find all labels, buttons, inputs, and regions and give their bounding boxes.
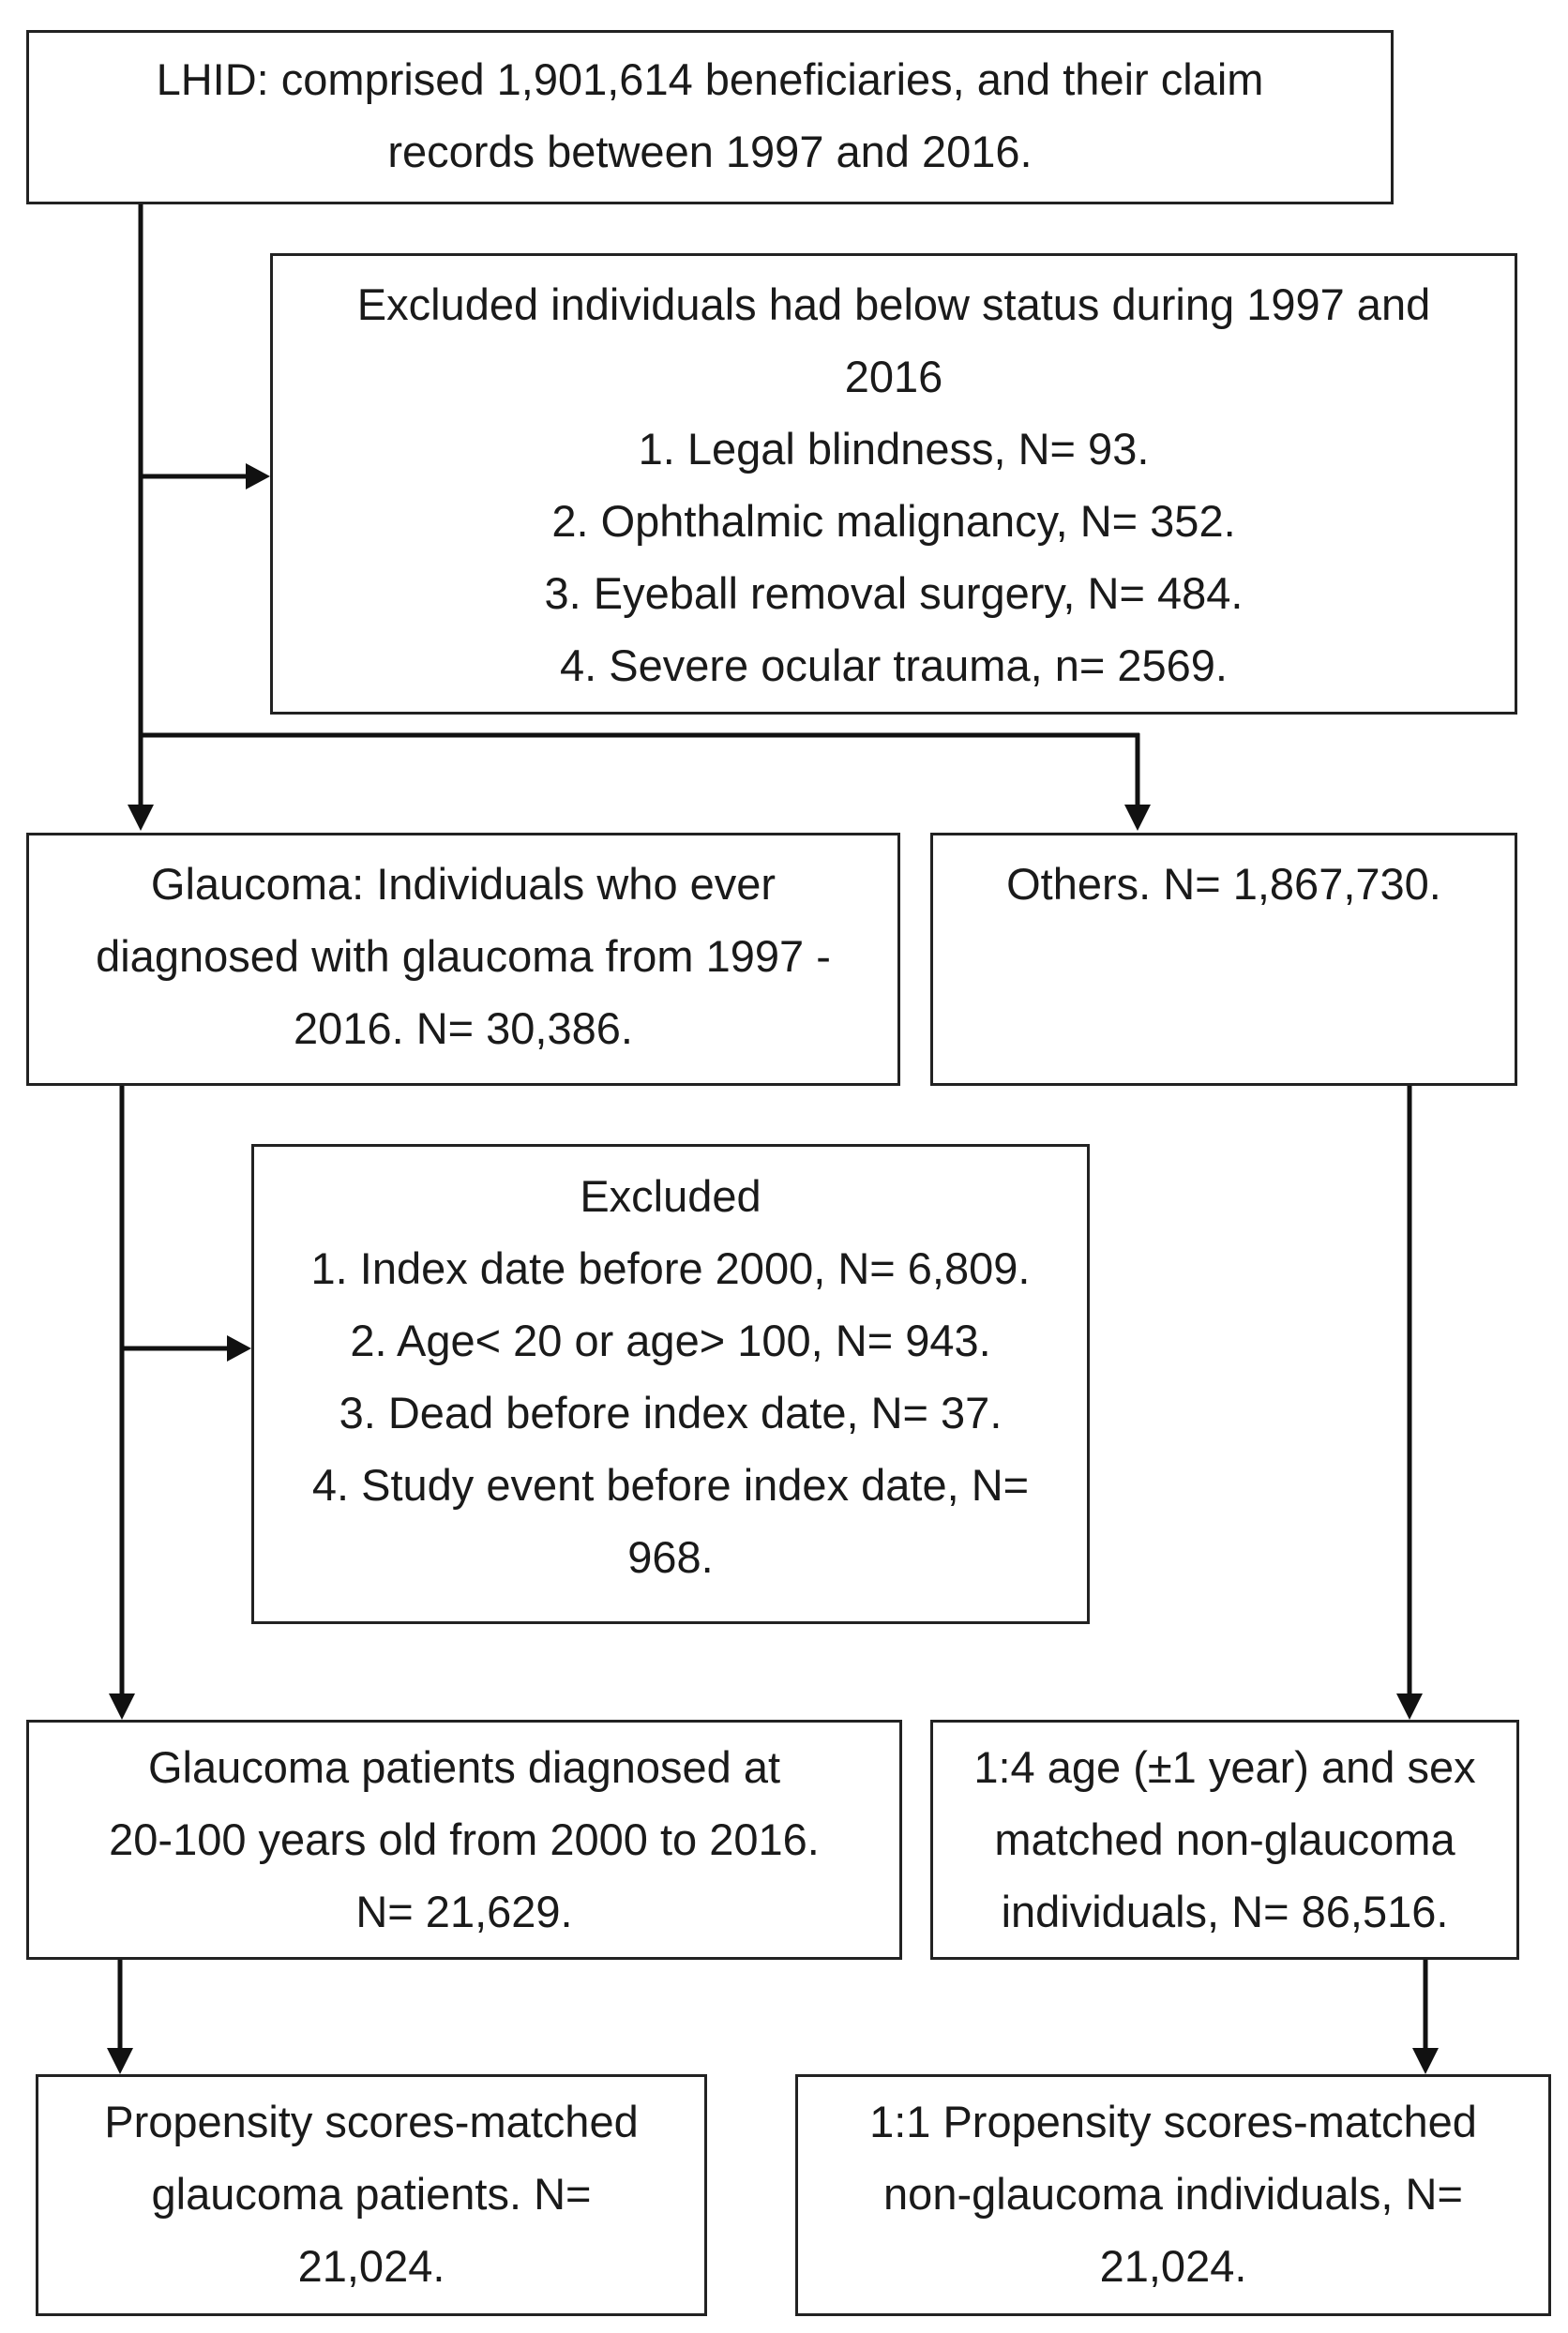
- exclusion1-heading-line-2: 2016: [844, 352, 943, 401]
- glaucoma-cohort-box: Glaucoma: Individuals who ever diagnosed…: [26, 833, 900, 1086]
- exclusion-box-1: Excluded individuals had below status du…: [270, 253, 1517, 715]
- arrowhead-to-matched-controls: [1396, 1693, 1423, 1720]
- arrowhead-to-exclusion2: [227, 1335, 251, 1362]
- glaucoma-patients-line-3: N= 21,629.: [355, 1887, 573, 1936]
- exclusion2-item-study-event-count: 968.: [627, 1532, 714, 1582]
- source-population-box: LHID: comprised 1,901,614 beneficiaries,…: [26, 30, 1394, 204]
- glaucoma-line-3: 2016. N= 30,386.: [294, 1003, 633, 1053]
- matched-controls-line-1: 1:4 age (±1 year) and sex: [973, 1742, 1476, 1792]
- source-line-1: LHID: comprised 1,901,614 beneficiaries,…: [156, 54, 1264, 104]
- exclusion2-item-index-date: 1. Index date before 2000, N= 6,809.: [310, 1243, 1031, 1293]
- exclusion1-item-ocular-trauma: 4. Severe ocular trauma, n= 2569.: [560, 640, 1228, 690]
- matched-controls-box: 1:4 age (±1 year) and sex matched non-gl…: [930, 1720, 1519, 1960]
- ps-glaucoma-line-2: glaucoma patients. N=: [151, 2169, 592, 2219]
- exclusion2-heading: Excluded: [580, 1171, 761, 1221]
- exclusion1-item-legal-blindness: 1. Legal blindness, N= 93.: [638, 424, 1150, 474]
- ps-glaucoma-line-1: Propensity scores-matched: [104, 2097, 639, 2146]
- arrowhead-to-others: [1124, 805, 1151, 831]
- matched-controls-line-2: matched non-glaucoma: [994, 1814, 1455, 1864]
- glaucoma-patients-line-2: 20-100 years old from 2000 to 2016.: [109, 1814, 820, 1864]
- exclusion1-item-eyeball-removal: 3. Eyeball removal surgery, N= 484.: [544, 568, 1244, 618]
- exclusion2-item-age: 2. Age< 20 or age> 100, N= 943.: [350, 1316, 991, 1365]
- ps-controls-line-2: non-glaucoma individuals, N=: [883, 2169, 1463, 2219]
- source-line-2: records between 1997 and 2016.: [387, 127, 1033, 176]
- ps-controls-line-1: 1:1 Propensity scores-matched: [869, 2097, 1477, 2146]
- exclusion1-item-ophthalmic-malignancy: 2. Ophthalmic malignancy, N= 352.: [551, 496, 1236, 546]
- ps-matched-controls-box: 1:1 Propensity scores-matched non-glauco…: [795, 2074, 1551, 2316]
- arrowhead-to-glaucoma: [128, 805, 154, 831]
- glaucoma-patients-box: Glaucoma patients diagnosed at 20-100 ye…: [26, 1720, 902, 1960]
- glaucoma-line-2: diagnosed with glaucoma from 1997 -: [96, 931, 831, 981]
- ps-glaucoma-line-3: 21,024.: [297, 2241, 445, 2291]
- exclusion2-item-study-event: 4. Study event before index date, N=: [311, 1460, 1030, 1510]
- arrowhead-to-ps-controls: [1412, 2048, 1439, 2074]
- glaucoma-patients-line-1: Glaucoma patients diagnosed at: [147, 1742, 781, 1792]
- arrowhead-to-exclusion1: [246, 463, 270, 489]
- others-box: Others. N= 1,867,730.: [930, 833, 1517, 1086]
- arrowhead-to-ps-glaucoma: [107, 2048, 133, 2074]
- arrowhead-to-glaucoma-patients: [109, 1693, 135, 1720]
- exclusion1-heading-line-1: Excluded individuals had below status du…: [356, 279, 1431, 329]
- others-line-1: Others. N= 1,867,730.: [1006, 859, 1441, 909]
- glaucoma-line-1: Glaucoma: Individuals who ever: [150, 859, 776, 909]
- exclusion2-item-dead: 3. Dead before index date, N= 37.: [339, 1388, 1003, 1437]
- ps-controls-line-3: 21,024.: [1099, 2241, 1247, 2291]
- matched-controls-line-3: individuals, N= 86,516.: [1001, 1887, 1449, 1936]
- exclusion-box-2: Excluded 1. Index date before 2000, N= 6…: [251, 1144, 1090, 1624]
- ps-matched-glaucoma-box: Propensity scores-matched glaucoma patie…: [36, 2074, 707, 2316]
